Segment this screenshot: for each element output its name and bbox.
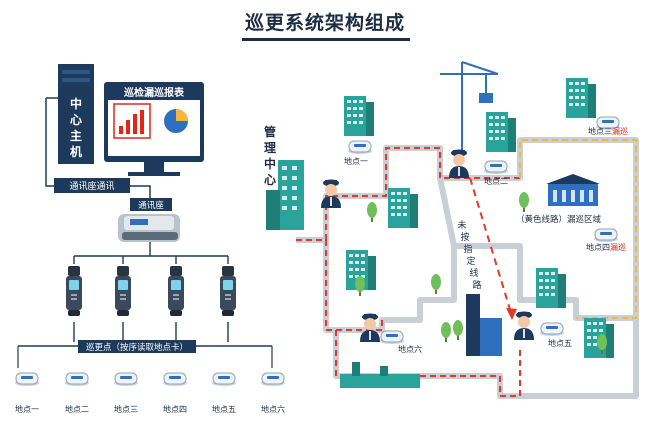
communication-seat-icon [118,214,180,242]
svg-text:定: 定 [466,255,475,267]
tree-icon [355,276,365,296]
bottom-point-label: 地点三 [114,404,138,414]
location-card-icon [260,372,286,387]
location-card-icon [14,372,40,387]
center-host-char-1: 中 [70,96,82,111]
report-monitor: 巡检漏巡报表 [104,82,204,176]
location-card-icon [347,140,373,155]
svg-text:指: 指 [463,243,472,255]
svg-text:路: 路 [472,279,481,291]
off-route-arrow-line [469,177,513,317]
building-icon [486,112,516,152]
security-guard-icon [514,311,534,340]
map-point-4: 地点四 [586,242,610,252]
factory-icon [340,294,502,388]
tower-crane-icon [440,61,499,160]
patrol-wand-icon [168,266,184,316]
building-icon [388,188,418,228]
svg-text:未: 未 [457,219,466,231]
bottom-point-label: 地点二 [65,404,89,414]
center-host-char-3: 主 [70,128,82,143]
comm-seat-link-badge [54,178,130,193]
location-card-icon [593,228,619,243]
tree-icon [519,192,529,212]
map-point-6: 地点六 [398,344,422,354]
missed-route-note: （黄色线路）漏巡区域 [516,214,602,225]
tree-icon [431,274,441,294]
center-host-char-4: 机 [70,144,82,159]
management-center-building [266,160,304,230]
missed-route [519,139,637,319]
bottom-point-label: 地点六 [261,404,285,414]
patrol-wand-icon [220,266,236,316]
management-center-label: 管 理 中 心 [264,124,276,187]
svg-text:地点四漏巡: 地点四漏巡 [586,242,626,252]
patrol-wand-icon [115,266,131,316]
location-card-icon [113,372,139,387]
bottom-location-cards: 地点一 地点二 地点三 地点四 地点五 地点六 [14,372,286,414]
comm-seat-badge [130,198,172,211]
location-card-icon [162,372,188,387]
location-card-icon [539,322,565,337]
map-point-3-warning: 漏巡 [612,126,628,136]
government-building-icon [546,174,600,206]
off-route-arrow-head [506,308,517,320]
svg-text:线: 线 [469,267,478,279]
center-host-char-2: 心 [70,113,82,127]
location-card-icon [64,372,90,387]
patrol-bar-badge [78,340,196,353]
svg-text:管: 管 [264,124,276,139]
svg-text:地点三漏巡: 地点三漏巡 [588,126,628,136]
security-guard-icon [449,149,469,178]
svg-text:中: 中 [264,156,276,171]
bottom-point-label: 地点四 [163,404,187,414]
patrol-wand-icon [66,266,82,316]
map-point-1: 地点一 [344,156,368,166]
building-icon [536,268,566,308]
svg-text:按: 按 [460,231,469,243]
card-connectors [17,346,273,368]
bottom-point-label: 地点一 [15,404,39,414]
location-card-icon [211,372,237,387]
title-underline [242,38,410,41]
wand-connectors [73,242,229,342]
svg-text:心: 心 [264,173,276,187]
building-icon [344,96,374,136]
report-title: 巡检漏巡报表 [124,86,185,99]
page-title: 巡更系统架构组成 [244,12,405,34]
map-point-5: 地点五 [548,338,572,348]
map-point-labels: 地点一 地点二 地点三漏巡 地点四漏巡 地点五 地点六 [344,126,628,354]
building-icon [566,78,596,118]
normal-route [296,147,521,397]
map-point-3: 地点三 [588,126,612,136]
location-card-icon [483,160,509,175]
tree-icon [367,202,377,222]
map-point-2: 地点二 [484,176,508,186]
center-host: 中 心 主 机 [58,64,94,164]
patrol-bar-label: 巡更点（按序读取地点卡） [86,342,188,353]
comm-seat-link-label: 通讯座通讯 [69,180,114,192]
bottom-point-label: 地点五 [212,404,236,414]
off-route-note: 未 按 指 定 线 路 [457,219,481,291]
map-point-4-warning: 漏巡 [610,242,626,252]
tree-icon [441,322,451,342]
location-card-icon [379,330,405,345]
svg-text:理: 理 [264,141,276,155]
comm-seat-label: 通讯座 [138,200,164,211]
tree-icon [453,320,463,340]
